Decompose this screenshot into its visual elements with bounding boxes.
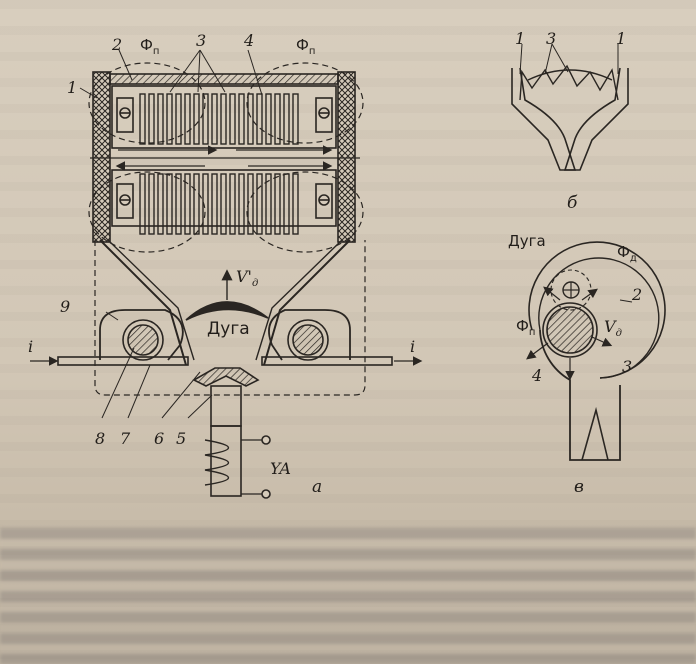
arc-shape [185,301,269,321]
lower-grid-box [111,169,337,227]
label-a-4: 4 [243,31,254,50]
label-a-8: 8 [95,429,105,448]
current-in-label: i [28,337,33,356]
label-b-3: 3 [546,29,556,48]
upper-deion-plates [139,93,299,145]
label-b-1-left: 1 [515,29,525,48]
panel-v-letter: в [574,477,584,497]
flux-right-label: Фп [296,36,315,57]
panel-b-labels: 1 3 1 б [515,29,626,213]
label-a-5: 5 [176,429,186,448]
label-a-6: 6 [154,429,164,448]
label-a-7: 7 [120,429,131,448]
flux-p-label-v: Фп [516,317,535,338]
panel-a-labels: 1 2 3 4 5 6 7 8 9 Фп Фп V'д Дуга i i YA … [28,31,415,497]
label-a-9: 9 [60,297,70,316]
panel-b [511,43,629,171]
panel-a [30,49,423,499]
label-a-3: 3 [196,31,206,50]
flux-d-label: Фд [617,243,637,264]
arc-label-a: Дуга [207,319,250,339]
panel-v [526,241,666,461]
current-out-label: i [410,337,415,356]
right-wall [337,71,356,243]
lower-deion-plates [139,173,299,235]
label-b-1-right: 1 [616,29,626,48]
label-v-4: 4 [531,366,542,385]
top-plate [109,73,339,85]
label-a-2: 2 [111,35,122,54]
label-a-1: 1 [67,78,77,97]
coil-label: YA [270,459,291,478]
label-v-2: 2 [631,285,642,304]
panel-v-labels: Дуга Фд Фп Vд 2 3 4 в [508,232,642,497]
label-v-3: 3 [622,357,632,376]
upper-grid-box [111,85,337,149]
flux-loops [88,62,366,396]
panel-b-letter: б [567,193,578,213]
velocity-label-v: Vд [604,317,622,339]
arc-label-v: Дуга [508,232,546,250]
figure-caption-blur [0,528,696,664]
velocity-label-a: V'д [236,267,258,289]
panel-a-letter: а [312,477,322,497]
flux-left-label: Фп [140,36,159,57]
